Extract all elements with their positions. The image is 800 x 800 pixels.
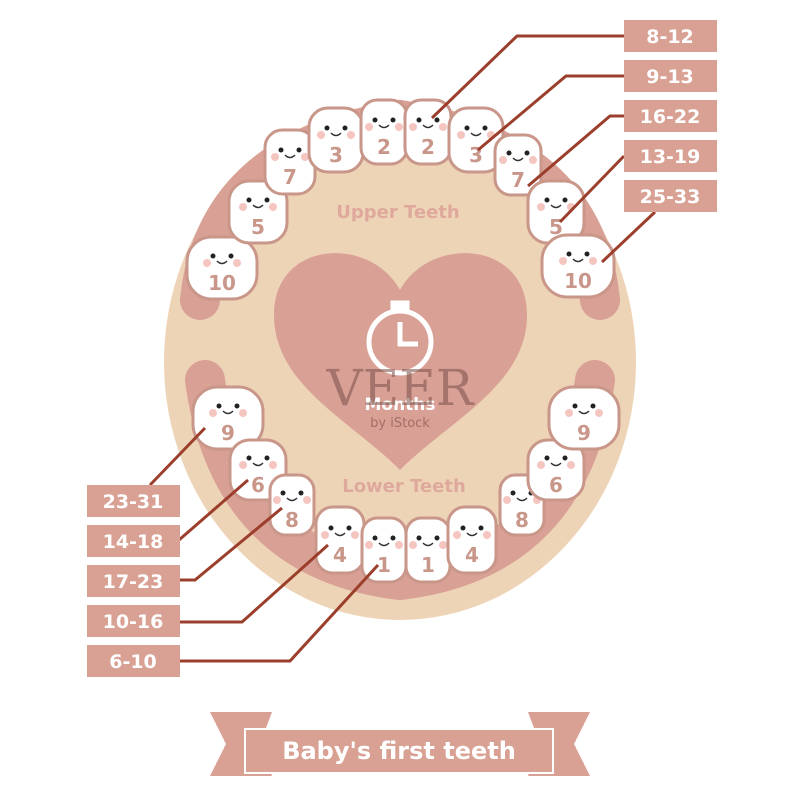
tooth-number: 10	[564, 269, 592, 293]
age-label: 10-16	[87, 605, 180, 637]
upper-tooth: 2	[403, 98, 453, 166]
upper-tooth: 10	[185, 235, 259, 301]
lower-tooth: 4	[446, 505, 498, 575]
lower-teeth-label: Lower Teeth	[342, 476, 466, 497]
lower-tooth: 4	[314, 505, 366, 575]
heart	[274, 253, 527, 470]
leader-line	[430, 34, 624, 120]
lower-tooth: 8	[268, 473, 316, 537]
tooth-number: 7	[283, 165, 297, 189]
tooth-number: 1	[377, 553, 391, 577]
upper-tooth: 2	[359, 98, 409, 166]
upper-tooth: 3	[307, 106, 365, 174]
lower-tooth: 1	[404, 516, 452, 584]
tooth-number: 3	[329, 143, 343, 167]
lower-tooth: 9	[547, 385, 621, 451]
tooth-number: 8	[285, 508, 299, 532]
tooth-number: 4	[465, 543, 479, 567]
age-range: 16-22	[640, 106, 701, 128]
tooth-number: 1	[421, 553, 435, 577]
tooth-number: 9	[577, 421, 591, 445]
watermark-sub: by iStock	[370, 416, 430, 431]
tooth-number: 6	[549, 473, 563, 497]
age-label: 17-23	[87, 565, 180, 597]
age-label: 25-33	[624, 180, 717, 212]
leader-line	[527, 114, 624, 188]
leader-line	[179, 506, 283, 582]
age-label: 6-10	[87, 645, 180, 677]
age-label: 16-22	[624, 100, 717, 132]
watermark-brand: VEER	[326, 359, 475, 417]
tooth-number: 2	[377, 135, 391, 159]
age-range: 23-31	[103, 491, 164, 513]
age-range: 13-19	[640, 146, 701, 168]
upper-tooth: 5	[227, 179, 289, 245]
age-range: 25-33	[640, 186, 701, 208]
tooth-number: 2	[421, 135, 435, 159]
leader-line	[179, 563, 380, 663]
leader-line	[179, 543, 330, 624]
age-label: 14-18	[87, 525, 180, 557]
age-label: 8-12	[624, 20, 717, 52]
tooth-number: 7	[511, 168, 525, 192]
leader-line	[477, 74, 624, 152]
age-range: 9-13	[646, 66, 694, 88]
leader-line	[558, 154, 626, 224]
tooth-number: 5	[251, 215, 265, 239]
age-range: 17-23	[103, 571, 164, 593]
leader-line	[600, 210, 657, 264]
leader-line	[148, 426, 207, 487]
upper-tooth: 10	[540, 233, 616, 299]
leader-line	[178, 478, 249, 542]
stopwatch-icon	[366, 300, 434, 376]
upper-teeth-label: Upper Teeth	[336, 202, 459, 223]
title-ribbon: Baby's first teeth	[210, 712, 590, 776]
age-range: 14-18	[103, 531, 164, 553]
age-label: 9-13	[624, 60, 717, 92]
tooth-number: 9	[221, 421, 235, 445]
age-range: 8-12	[646, 26, 694, 48]
tooth-number: 4	[333, 543, 347, 567]
title: Baby's first teeth	[282, 737, 516, 765]
upper-tooth: 7	[493, 133, 543, 197]
tooth-number: 8	[515, 508, 529, 532]
age-range: 6-10	[109, 651, 157, 673]
age-label: 13-19	[624, 140, 717, 172]
months-label: Months	[364, 395, 435, 415]
age-range: 10-16	[103, 611, 164, 633]
lower-tooth: 9	[191, 385, 265, 451]
tooth-number: 10	[208, 271, 236, 295]
tooth-number: 6	[251, 473, 265, 497]
age-label: 23-31	[87, 485, 180, 517]
lower-tooth: 1	[360, 516, 408, 584]
